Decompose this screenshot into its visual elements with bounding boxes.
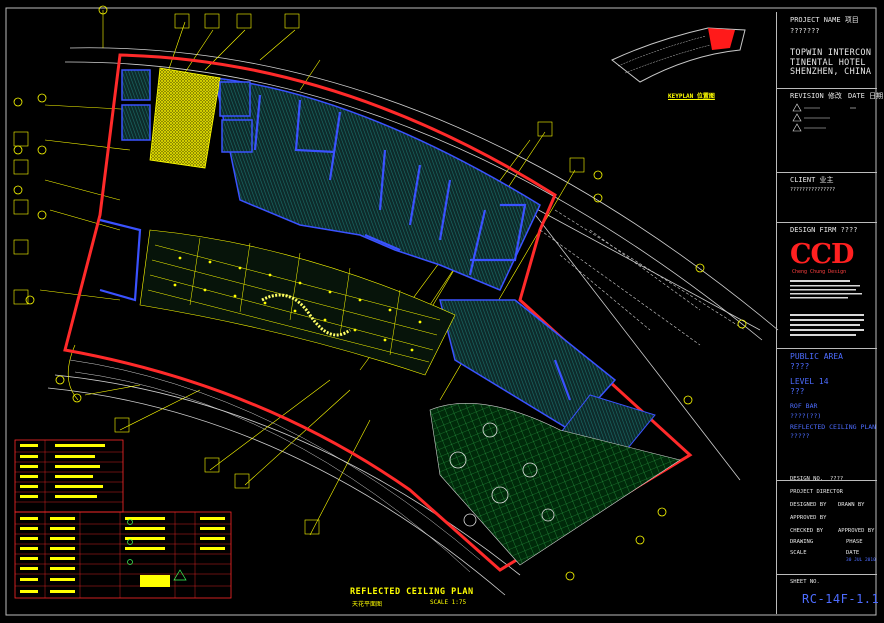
legend-table [14, 439, 232, 599]
revision-rows [792, 103, 856, 132]
room-name-cn: ????(??) [790, 412, 822, 420]
divider [777, 480, 877, 481]
date-label-2: DATE [846, 550, 860, 556]
checked-by-label: CHECKED BY [790, 528, 824, 534]
sheet-border [5, 7, 877, 616]
client-value: ??????????????? [790, 187, 836, 193]
firm-address-block [790, 280, 864, 336]
drawing-label: DRAWING [790, 539, 814, 545]
date-value: 30 JUL 2010 [846, 558, 876, 563]
dimension-arcs [47, 47, 779, 596]
design-firm-label: DESIGN FIRM ???? [790, 226, 858, 234]
terrace-grid [539, 209, 746, 346]
keyplan-diagram [611, 27, 746, 83]
divider [777, 172, 877, 173]
area-name: PUBLIC AREA [790, 352, 843, 361]
divider [777, 348, 877, 349]
ceiling-zone-grid [149, 67, 221, 169]
keyplan-label: KEYPLAN 位置图 [668, 93, 715, 100]
project-name: TOPWIN INTERCON TINENTAL HOTEL SHENZHEN,… [790, 48, 872, 77]
drawing-title: REFLECTED CEILING PLAN [350, 587, 474, 597]
project-name-cn: ??????? [790, 27, 820, 35]
title-block [776, 12, 877, 614]
client-label: CLIENT 业主 [790, 176, 834, 184]
section-tags[interactable] [13, 13, 585, 535]
approved-by-label: APPROVED BY [790, 515, 827, 521]
drawing-title-cn: 天花平面图 [352, 601, 383, 608]
divider [777, 88, 877, 89]
partitions [99, 94, 572, 401]
revision-label: REVISION 修改 [790, 92, 842, 100]
sheet-no-label: SHEET NO. [790, 579, 820, 585]
dining-ceiling-fixtures [139, 229, 456, 376]
drawing-scale: SCALE 1:75 [430, 599, 467, 606]
drawing-type-cn: ????? [790, 432, 810, 440]
terrace-seating [429, 403, 681, 566]
designed-by-label: DESIGNED BY [790, 502, 827, 508]
phase-label: PHASE [846, 539, 863, 545]
scale-label: SCALE [790, 550, 807, 556]
level-name-cn: ??? [790, 387, 805, 396]
level-name: LEVEL 14 [790, 377, 829, 386]
project-director-label: PROJECT DIRECTOR [790, 489, 843, 495]
project-name-label: PROJECT NAME 项目 [790, 16, 859, 24]
sheet-number: RC-14F-1.1 [802, 592, 880, 606]
ccd-logo: CCD [790, 239, 854, 270]
room-name: ROF BAR [790, 402, 818, 410]
design-no-value: ???? [830, 476, 844, 482]
drawn-by-label: DRAWN BY [838, 502, 865, 508]
ceiling-zone-bar [214, 77, 541, 291]
approved-by-2-label: APPROVED BY [838, 528, 875, 534]
design-no-label: DESIGN NO. [790, 476, 824, 482]
inner-arcs [69, 359, 481, 573]
service-rooms [121, 69, 253, 153]
drawing-type: REFLECTED CEILING PLAN [790, 423, 877, 431]
divider [777, 222, 877, 223]
ccd-logo-subtitle: Cheng Chung Design [792, 269, 847, 275]
terrace-tables [449, 422, 555, 527]
area-name-cn: ???? [790, 362, 810, 371]
date-label: DATE 日期 [848, 92, 884, 100]
divider [777, 574, 877, 575]
